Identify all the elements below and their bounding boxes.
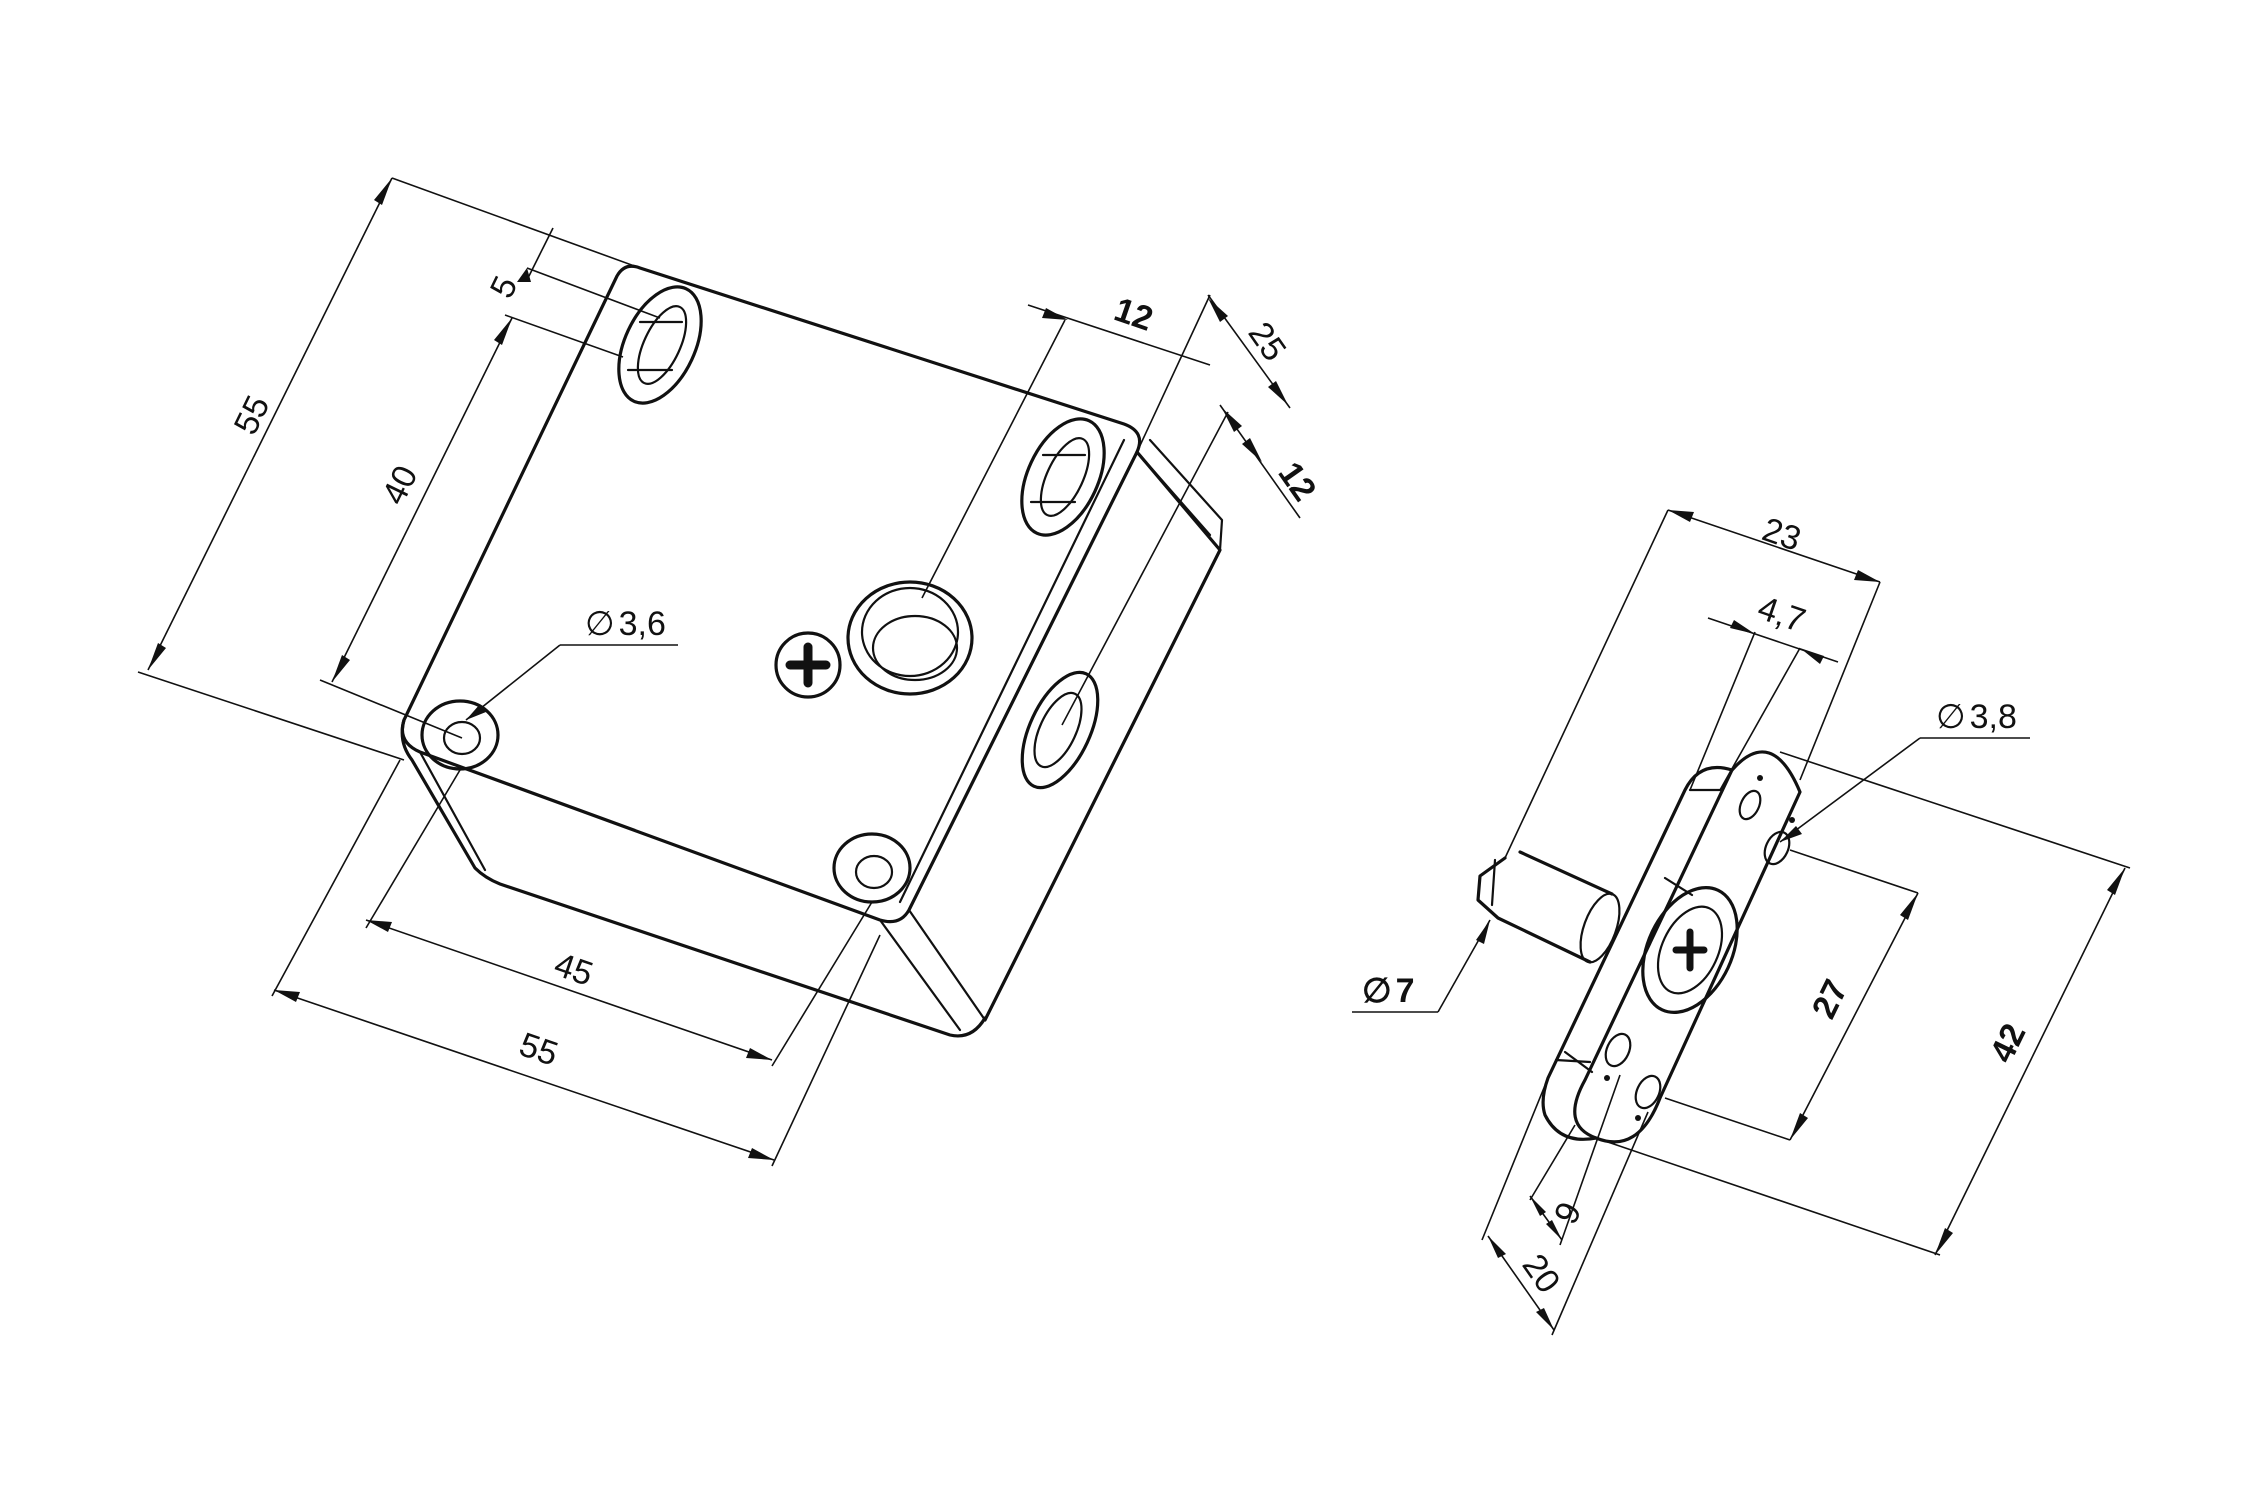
label-slot-4-7: 4,7 xyxy=(1753,589,1810,640)
label-height-20: 20 xyxy=(1515,1247,1568,1300)
dim-width-23: 23 xyxy=(1504,509,1881,859)
dim-pin-diameter-7: ∅7 xyxy=(1352,919,1491,1013)
mounting-hole-left xyxy=(420,699,500,771)
dim-offset-12-side: 12 xyxy=(1061,404,1324,726)
dim-slot-5: 5 xyxy=(483,227,661,319)
label-height-55: 55 xyxy=(227,390,278,441)
label-slot-5: 5 xyxy=(483,270,525,304)
label-offset-12-top: 12 xyxy=(1110,290,1158,338)
slot-top-left xyxy=(617,285,703,405)
label-width-55: 55 xyxy=(515,1025,563,1073)
label-length-42: 42 xyxy=(1983,1018,2034,1069)
dim-hole-spacing-40: 40 xyxy=(319,314,624,739)
mounting-hole-bottom xyxy=(832,832,912,904)
label-hole-spacing-40: 40 xyxy=(375,460,426,511)
label-hole-diameter-3-6: ∅3,6 xyxy=(585,605,666,643)
lock-body-outline xyxy=(400,264,1224,1038)
dim-depth-25: 25 xyxy=(1136,294,1294,453)
label-depth-25: 25 xyxy=(1241,315,1294,368)
label-hole-spacing-27: 27 xyxy=(1805,974,1856,1025)
label-hole-diameter-3-8: ∅3,8 xyxy=(1936,698,2017,736)
dim-slot-4-7: 4,7 xyxy=(1689,589,1839,791)
dim-length-42: 42 xyxy=(1595,751,2131,1256)
dim-hole-spacing-27: 27 xyxy=(1664,849,1919,1141)
label-width-23: 23 xyxy=(1758,510,1806,558)
lock-cylinder xyxy=(846,580,974,696)
dim-hole-diameter-3-6: ∅3,6 xyxy=(465,605,678,721)
slot-top-right xyxy=(1020,417,1106,537)
strike-screw-icon xyxy=(1641,886,1739,1014)
screw-icon xyxy=(774,631,842,699)
strike-pin xyxy=(1476,850,1621,964)
dim-hole-diameter-3-8: ∅3,8 xyxy=(1779,698,2030,843)
slot-side xyxy=(1020,670,1100,790)
strike-holes xyxy=(1604,775,1795,1121)
label-offset-12-side: 12 xyxy=(1271,455,1324,508)
label-pin-diameter-7: ∅7 xyxy=(1362,972,1415,1010)
